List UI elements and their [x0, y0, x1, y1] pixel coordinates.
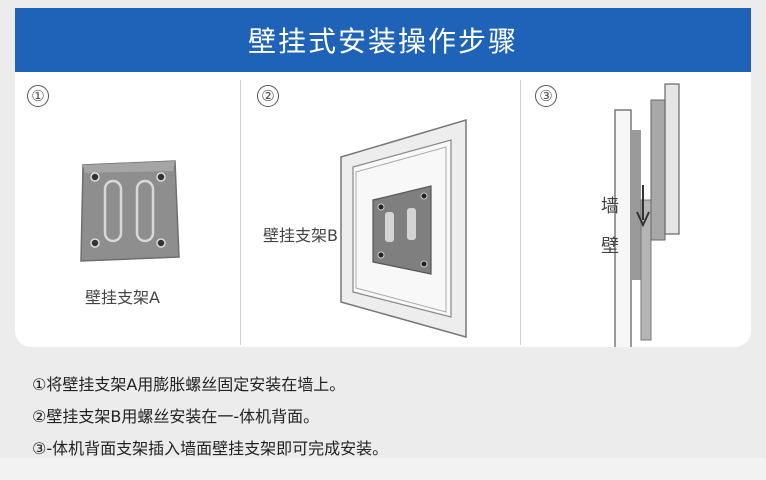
panel-step-3: ③ 墙 壁: [521, 72, 751, 347]
panel-divider: [520, 80, 521, 345]
bracket-b-label: 壁挂支架B: [263, 226, 338, 245]
bracket-a-illustration: [80, 160, 180, 262]
panel-divider: [240, 80, 241, 345]
wall-label-char-2: 壁: [601, 236, 619, 257]
step-number-3: ③: [535, 85, 557, 107]
instruction-step-2: ②壁挂支架B用螺丝安装在一-体机背面。: [32, 407, 320, 426]
page-title: 壁挂式安装操作步骤: [247, 25, 518, 58]
bottom-strip: [0, 458, 766, 480]
side-mount-illustration: [614, 83, 680, 347]
illustration-card: ① 壁挂支架A ② 壁挂支架B ③: [15, 72, 751, 347]
panel-step-2: ② 壁挂支架B: [241, 72, 520, 347]
instruction-list: ①将壁挂支架A用膨胀螺丝固定安装在墙上。 ②壁挂支架B用螺丝安装在一-体机背面。…: [32, 374, 388, 470]
step-number-2: ②: [257, 85, 279, 107]
page-title-banner: 壁挂式安装操作步骤: [15, 8, 751, 72]
step-number-1: ①: [27, 85, 49, 107]
device-back-illustration: [340, 118, 467, 338]
bracket-a-label: 壁挂支架A: [85, 288, 160, 307]
panel-step-1: ① 壁挂支架A: [15, 72, 240, 347]
instruction-step-3: ③-体机背面支架插入墙面壁挂支架即可完成安装。: [32, 439, 389, 458]
wall-label-char-1: 墙: [601, 196, 619, 217]
instruction-step-1: ①将壁挂支架A用膨胀螺丝固定安装在墙上。: [32, 375, 346, 394]
